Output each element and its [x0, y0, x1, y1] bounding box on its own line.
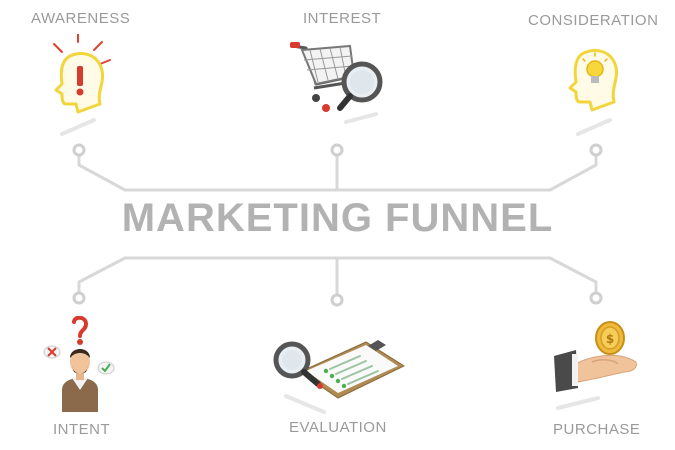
connector-purchase — [335, 256, 598, 298]
node-consideration — [589, 143, 603, 157]
label-intent: INTENT — [53, 421, 111, 438]
shopping-cart-magnifier-icon — [290, 42, 383, 124]
label-evaluation: EVALUATION — [289, 419, 387, 436]
head-exclamation-icon — [53, 34, 111, 136]
person-question-icon — [43, 316, 115, 412]
node-interest — [330, 143, 344, 157]
node-intent — [72, 291, 86, 305]
connector-consideration — [335, 148, 598, 192]
clipboard-magnifier-icon — [273, 340, 406, 414]
head-lightbulb-icon — [568, 48, 618, 136]
connector-intent — [77, 256, 339, 298]
label-purchase: PURCHASE — [553, 421, 641, 438]
node-purchase — [589, 291, 603, 305]
node-evaluation — [330, 293, 344, 307]
diagram-title: MARKETING FUNNEL — [121, 196, 554, 240]
connector-awareness — [77, 148, 339, 192]
label-awareness: AWARENESS — [31, 10, 131, 27]
label-consideration: CONSIDERATION — [528, 12, 659, 29]
node-awareness — [72, 143, 86, 157]
label-interest: INTEREST — [303, 10, 382, 27]
hand-coin-icon: $ — [554, 321, 637, 410]
svg-text:$: $ — [606, 332, 614, 346]
